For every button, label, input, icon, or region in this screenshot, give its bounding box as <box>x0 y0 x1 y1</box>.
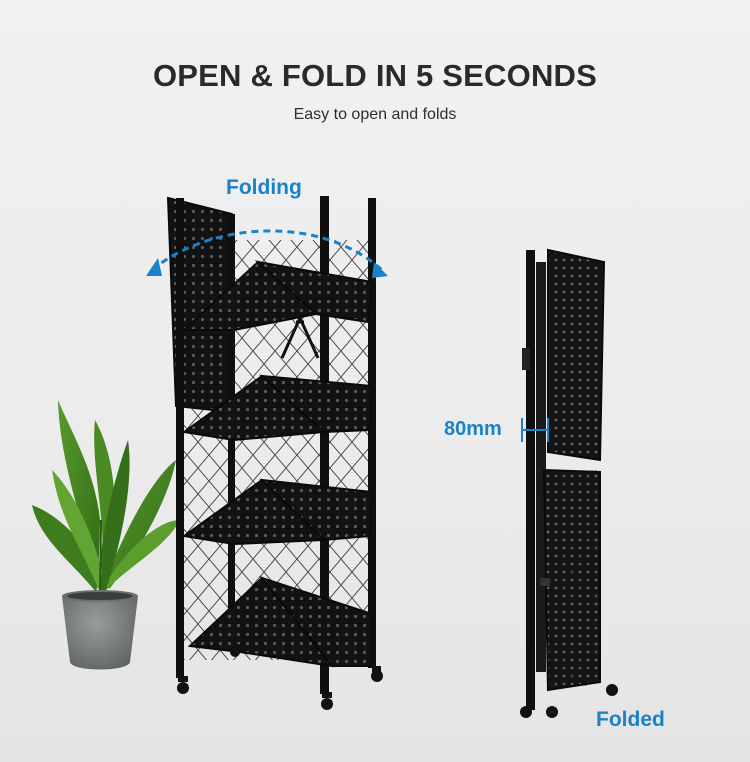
plant-leaves <box>32 400 180 594</box>
folded-label: Folded <box>596 708 665 731</box>
subheadline: Easy to open and folds <box>293 106 457 123</box>
plant-pot-body <box>62 591 138 670</box>
open-shelf-rack <box>166 196 383 710</box>
dimension-marker-icon <box>521 418 549 442</box>
plant-pot <box>32 400 180 670</box>
headline: OPEN & FOLD IN 5 SECONDS <box>152 58 598 93</box>
folding-label: Folding <box>226 176 302 199</box>
folded-shelf-rack <box>520 248 618 718</box>
folding-arrow-icon <box>146 229 388 278</box>
thickness-label: 80mm <box>444 418 502 440</box>
